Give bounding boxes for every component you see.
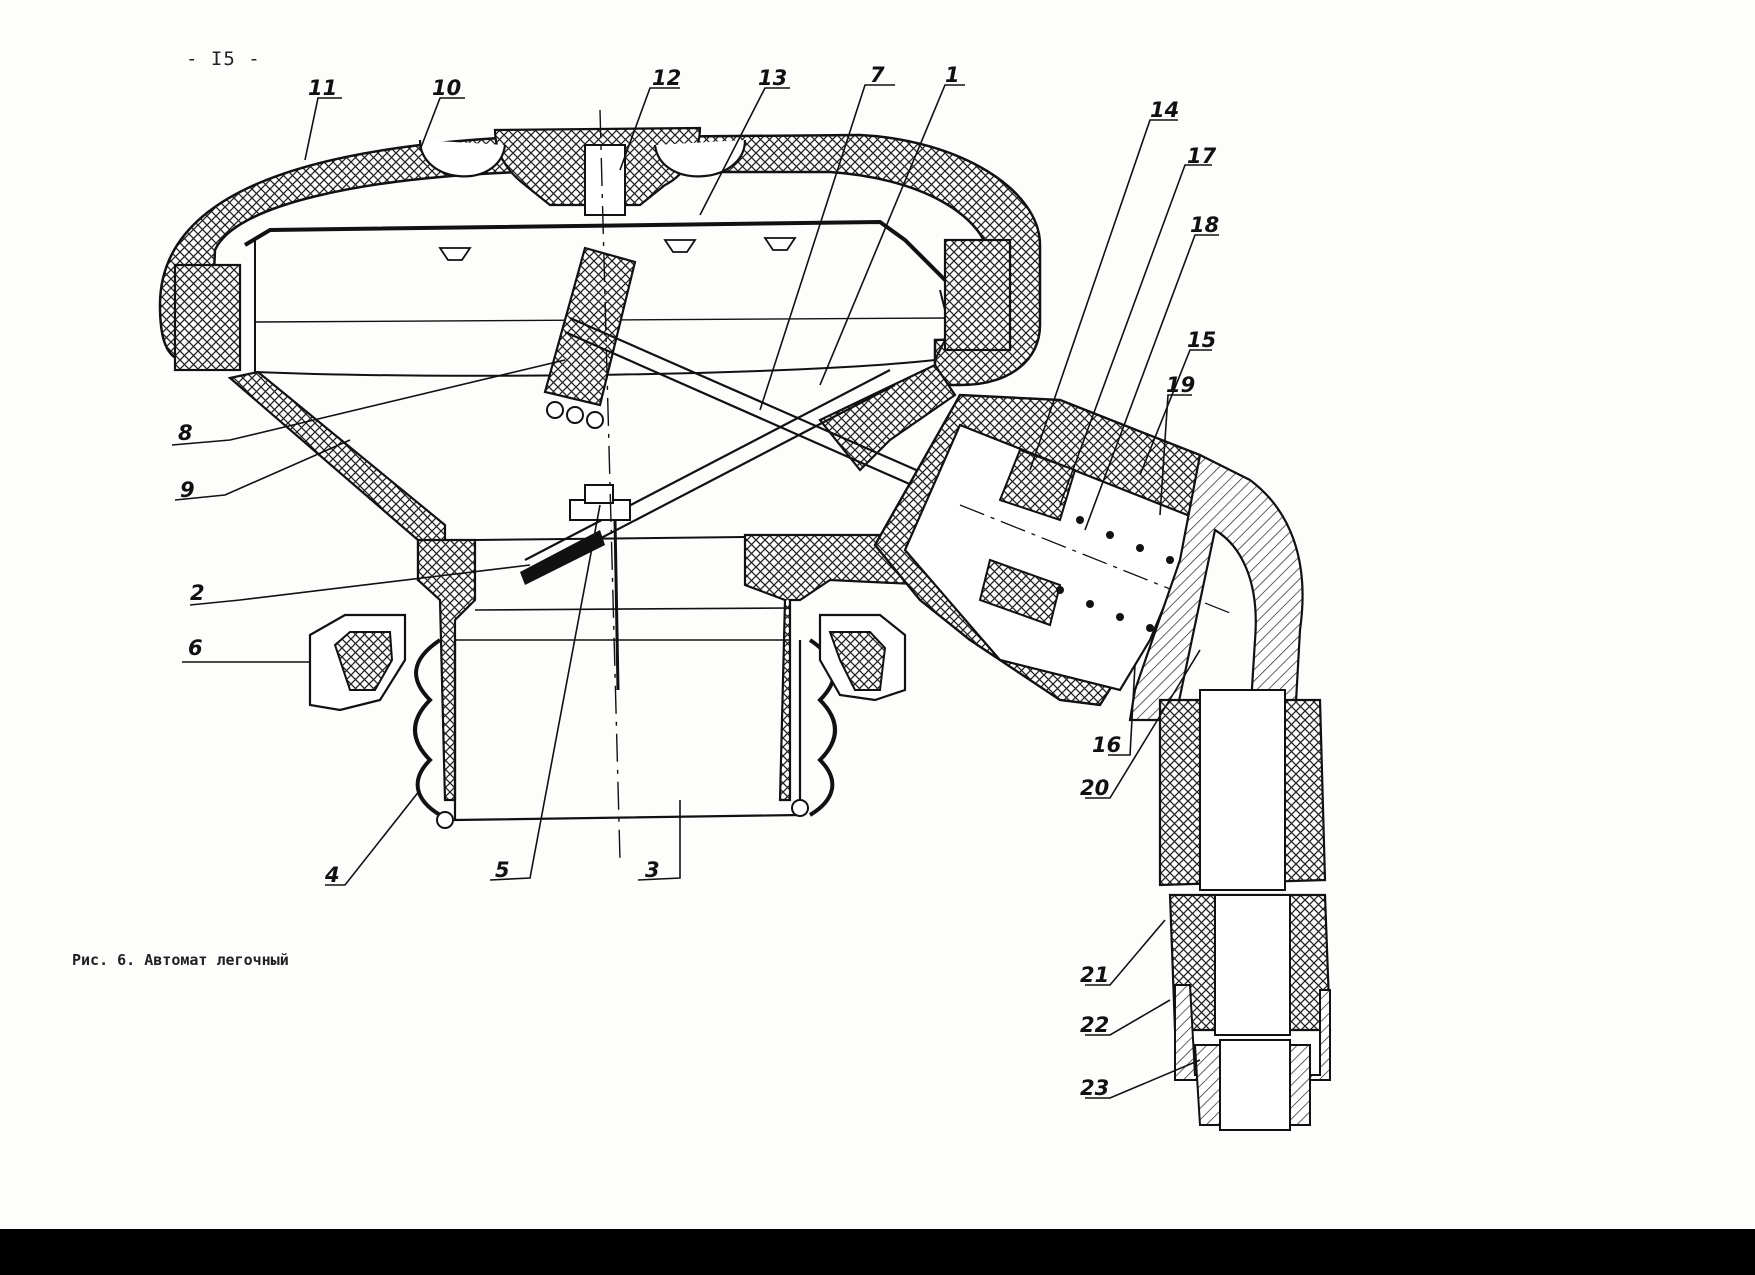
callout-2: 2 [190, 581, 205, 605]
callout-21: 21 [1080, 963, 1109, 987]
bellows-end-left [436, 811, 454, 829]
neck-tube [453, 640, 802, 822]
screw-cap [584, 484, 614, 504]
neck-inner-line [474, 607, 791, 611]
lever-assembly [543, 246, 637, 429]
callout-4: 4 [324, 863, 340, 887]
callout-6: 6 [188, 636, 203, 660]
callout-8: 8 [178, 421, 193, 445]
neck-top-line [474, 536, 746, 541]
rivet-3 [763, 237, 797, 251]
valve-insert [998, 448, 1077, 522]
clamp-left [173, 263, 242, 372]
cover-lobe-left [418, 139, 507, 178]
valve-axis [959, 504, 1236, 616]
page-number: - I5 - [186, 48, 261, 70]
callout-12: 12 [652, 66, 681, 90]
callout-13: 13 [758, 66, 787, 90]
callout-14: 14 [1150, 98, 1179, 122]
bellows-end-right [791, 799, 809, 817]
callout-3: 3 [645, 858, 660, 882]
cover-lobe-right [653, 139, 747, 178]
rivet-1 [438, 247, 472, 261]
callout-11: 11 [308, 76, 337, 100]
callout-20: 20 [1080, 776, 1109, 800]
callout-23: 23 [1080, 1076, 1109, 1100]
center-axis [599, 109, 621, 861]
nipple-bore [1219, 1039, 1291, 1131]
diaphragm-chamber [254, 240, 952, 377]
scan-bottom-band [0, 1229, 1755, 1275]
hose-bore-lower [1214, 894, 1291, 1036]
callout-15: 15 [1187, 328, 1216, 352]
valve-seat [978, 558, 1062, 627]
funnel-body [227, 370, 447, 582]
callout-19: 19 [1166, 373, 1195, 397]
valve-spring [1056, 516, 1174, 632]
bellows-left [413, 638, 442, 817]
callout-22: 22 [1080, 1013, 1109, 1037]
leader-lines [171, 84, 1219, 1099]
center-stem [584, 144, 626, 216]
clamp-ring-left-inner [333, 631, 394, 691]
hose-bore-upper [1199, 689, 1286, 891]
callout-17: 17 [1187, 144, 1217, 168]
screw-rod [613, 519, 620, 691]
clamp-right [943, 238, 1012, 352]
callout-9: 9 [180, 478, 195, 502]
clamp-ring-right-inner [828, 631, 887, 691]
callout-1: 1 [945, 63, 960, 87]
diaphragm-plate [243, 219, 957, 292]
callout-7: 7 [870, 63, 885, 87]
figure-caption: Рис. 6. Автомат легочный [72, 951, 289, 969]
valve-chamber [903, 423, 1202, 692]
callout-16: 16 [1092, 733, 1121, 757]
callout-18: 18 [1190, 213, 1219, 237]
rivet-2 [663, 239, 697, 253]
elbow-connector [1128, 453, 1304, 722]
valve-plate-tip [520, 530, 605, 585]
callout-5: 5 [495, 858, 510, 882]
callout-10: 10 [432, 76, 461, 100]
